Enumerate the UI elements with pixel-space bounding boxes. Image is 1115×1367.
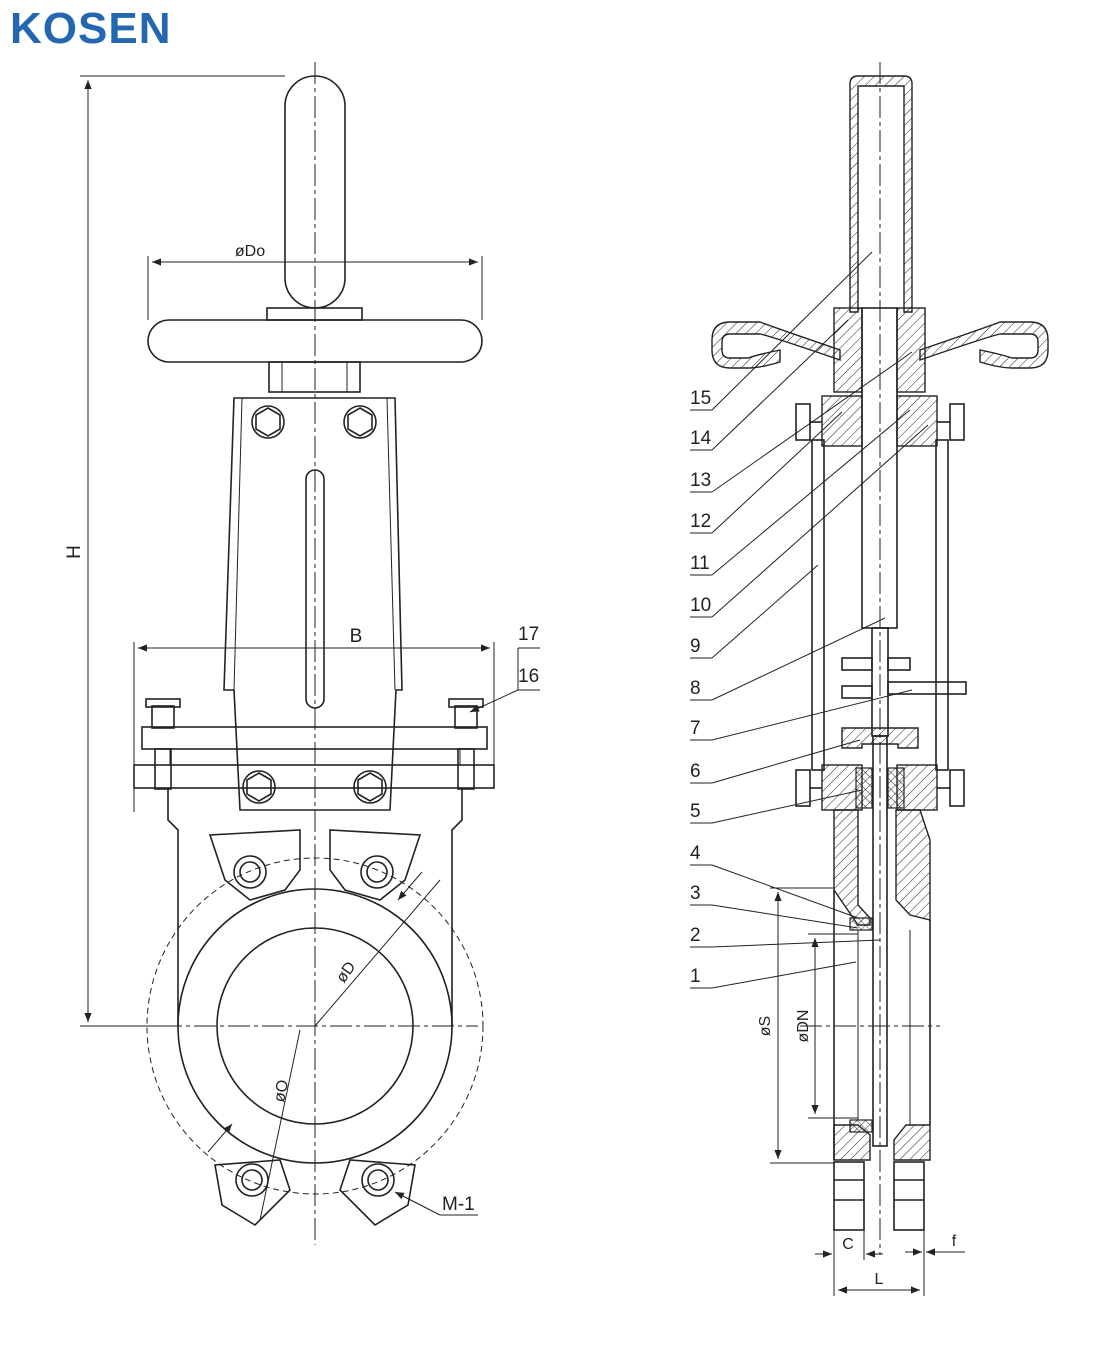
- handwheel-left: [711, 321, 841, 369]
- dim-do-label: øDo: [235, 243, 265, 260]
- dim-s-label: øS: [757, 1016, 774, 1036]
- dim-l-label: L: [875, 1271, 884, 1288]
- yoke-slot: [305, 469, 325, 709]
- gate: [872, 735, 888, 1147]
- dim-o-label: øO: [271, 1078, 292, 1103]
- clamp-bolt-icon: [841, 657, 967, 699]
- dim-dn-label: øDN: [795, 1010, 812, 1043]
- section-view: øS øDN C f L 15 14 13 12 11: [690, 62, 1049, 1296]
- packing-left: [855, 767, 873, 809]
- packing-right: [887, 767, 905, 809]
- flange-bolt-icon: [145, 698, 484, 790]
- part-7: 7: [690, 718, 701, 739]
- lower-lug-right: [339, 1159, 416, 1227]
- body-upper-left: [833, 809, 871, 926]
- bolt-circle: [146, 857, 484, 1195]
- dim-d-label: øD: [333, 959, 359, 986]
- dim-o-line: [259, 1029, 301, 1221]
- part-12: 12: [690, 511, 711, 532]
- dim-f-label: f: [952, 1233, 957, 1250]
- part-14: 14: [690, 428, 712, 449]
- body-lower-right: [893, 1124, 931, 1161]
- part-8: 8: [690, 678, 701, 699]
- bottom-foot-icon: [833, 1161, 925, 1231]
- dim-c-label: C: [842, 1236, 854, 1253]
- packing-flange: [133, 764, 495, 789]
- callout-17: 17: [518, 624, 539, 645]
- dim-d-line: [314, 879, 441, 1027]
- yoke-bolt-icon: [242, 405, 387, 804]
- dim-b-label: B: [350, 626, 363, 647]
- part-3: 3: [690, 883, 701, 904]
- gland-plate: [141, 726, 488, 750]
- part-1: 1: [690, 966, 701, 987]
- part-11: 11: [690, 553, 710, 574]
- yoke-nut-left: [821, 395, 863, 447]
- seat-upper: [849, 917, 873, 931]
- part-13: 13: [690, 470, 711, 491]
- part-4: 4: [690, 843, 701, 864]
- part-callouts: 15 14 13 12 11 10 9 8 7 6 5 4 3: [690, 251, 929, 989]
- part-2: 2: [690, 925, 701, 946]
- part-5: 5: [690, 801, 701, 822]
- yoke: [223, 397, 403, 811]
- hub-right: [896, 307, 926, 393]
- upper-lug-left: [208, 829, 301, 901]
- lower-lug-left: [214, 1159, 291, 1227]
- front-view: H øDo B øD øO M-1 17 16: [64, 62, 540, 1245]
- yoke-nut-right: [896, 395, 938, 447]
- stem-tube: [849, 75, 913, 313]
- bolt-hole-icon: [233, 855, 395, 1197]
- bore: [216, 927, 414, 1125]
- dim-m1-label: M-1: [442, 1194, 475, 1215]
- upper-lug-right: [329, 829, 422, 901]
- brand-logo: KOSEN: [10, 4, 172, 53]
- part-15: 15: [690, 388, 711, 409]
- body-upper-right: [895, 809, 931, 921]
- seat-lower: [849, 1119, 873, 1133]
- part-10: 10: [690, 595, 711, 616]
- yoke-plate-left: [811, 439, 825, 771]
- callout-16: 16: [518, 666, 539, 687]
- gland: [841, 727, 919, 749]
- part-6: 6: [690, 761, 701, 782]
- dim-h-label: H: [64, 545, 85, 559]
- box-bolt-icon: [795, 769, 965, 807]
- yoke-plate-right: [935, 439, 949, 771]
- part-9: 9: [690, 636, 701, 657]
- hub-left: [833, 307, 863, 393]
- stem-nut: [268, 361, 361, 393]
- handwheel-right: [919, 321, 1049, 369]
